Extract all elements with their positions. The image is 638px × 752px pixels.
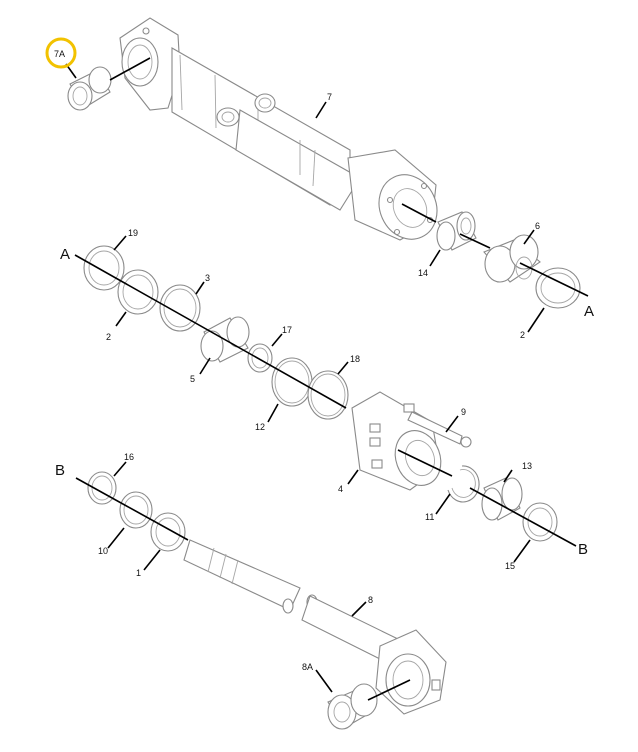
snap-ring-part-11: [447, 465, 480, 503]
callout-3: 3: [205, 273, 210, 283]
centerline-axes: [74, 57, 589, 701]
wiper-part-1: [150, 512, 186, 552]
callout-17: 17: [282, 325, 292, 335]
callout-7a: 7A: [54, 49, 65, 59]
ring-part-18: [307, 370, 349, 420]
wear-ring-part-14: [436, 211, 477, 251]
piston-rod-part-8: [183, 539, 447, 715]
piston-part-6: [483, 234, 541, 283]
callout-11: 11: [425, 512, 434, 522]
seal-part-10: [119, 491, 153, 529]
callout-14: 14: [418, 268, 428, 278]
ring-part-17: [247, 343, 273, 373]
callout-6: 6: [535, 221, 540, 231]
callout-18: 18: [350, 354, 360, 364]
callout-16: 16: [124, 452, 134, 462]
callout-10: 10: [98, 546, 108, 556]
ring-part-2-top: [535, 267, 581, 309]
piston-head-part-4: [351, 391, 442, 491]
ring-part-15: [522, 502, 558, 542]
o-ring-part-12: [271, 357, 313, 407]
callout-1: 1: [136, 568, 141, 578]
nut-part-13: [481, 477, 523, 521]
marker-b-left: B: [55, 462, 65, 479]
bolt-part-9: [407, 411, 472, 448]
callout-2-left: 2: [106, 332, 111, 342]
marker-b-right: B: [578, 541, 588, 558]
callout-12: 12: [255, 422, 265, 432]
callout-9: 9: [461, 407, 466, 417]
leader-lines: [65, 63, 545, 693]
callout-2-right: 2: [520, 330, 525, 340]
callout-8a: 8A: [302, 662, 313, 672]
cylinder-tube-part-7: [119, 17, 438, 241]
seal-part-3: [159, 284, 201, 332]
callout-8: 8: [368, 595, 373, 605]
marker-a-left: A: [60, 246, 70, 263]
highlight-circle: [45, 37, 77, 69]
callout-5: 5: [190, 374, 195, 384]
ring-part-19: [83, 245, 125, 291]
marker-a-right: A: [584, 303, 594, 320]
bushing-part-7a: [67, 66, 112, 111]
callout-13: 13: [522, 461, 532, 471]
callout-7: 7: [327, 92, 332, 102]
callout-19: 19: [128, 228, 138, 238]
ring-part-16: [87, 471, 117, 505]
callout-15: 15: [505, 561, 515, 571]
ring-part-2-left: [117, 269, 159, 315]
bushing-part-8a: [327, 683, 378, 730]
callout-4: 4: [338, 484, 343, 494]
